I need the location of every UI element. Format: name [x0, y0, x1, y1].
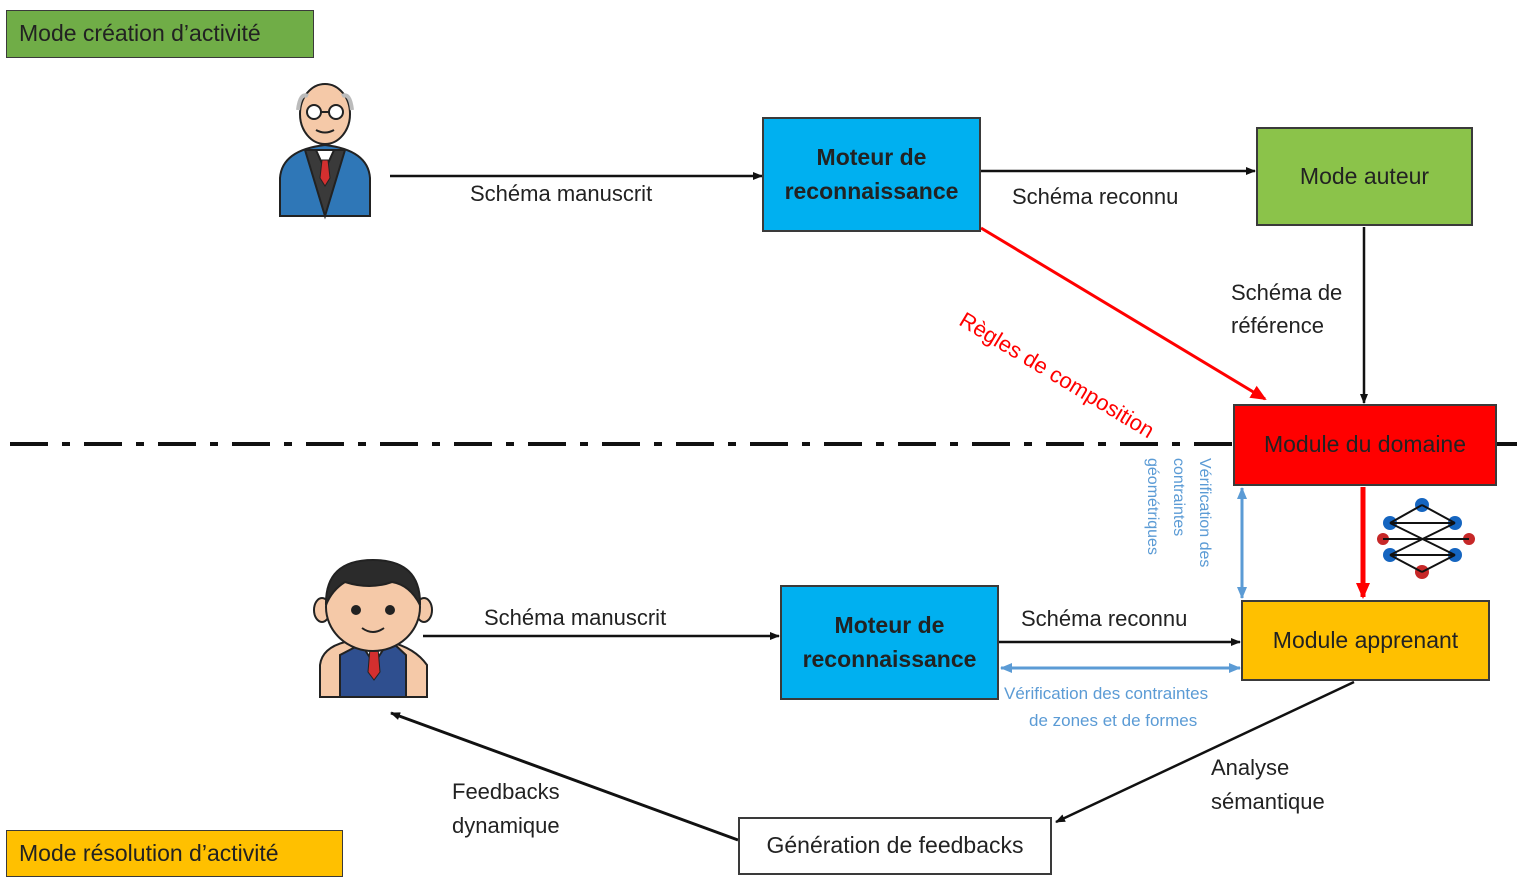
teacher-icon — [279, 83, 371, 220]
recognition-engine-top-line1: Moteur de — [816, 144, 927, 171]
arrow-semantic — [1055, 680, 1355, 824]
reference-label-1: Schéma de — [1231, 280, 1343, 305]
recognition-engine-bottom-line2: reconnaissance — [802, 645, 977, 672]
creation-mode-label: Mode création d’activité — [6, 10, 314, 58]
learner-module-box: Module apprenant — [1241, 600, 1490, 681]
top-recognized-label: Schéma reconnu — [1012, 184, 1179, 209]
geo-constraints-line3: géométriques — [1144, 458, 1161, 555]
recognition-engine-bottom: Moteur de reconnaissance — [780, 585, 999, 700]
arrow-composition-rules — [980, 226, 1267, 401]
zone-constraints-label-1: Vérification des contraintes — [1004, 684, 1209, 703]
arrow-feedback — [390, 711, 739, 842]
recognition-engine-top: Moteur de reconnaissance — [762, 117, 981, 232]
neural-network-icon — [1377, 498, 1475, 579]
feedback-generation-box: Génération de feedbacks — [738, 817, 1052, 875]
feedback-label-1: Feedbacks — [452, 779, 560, 804]
feedback-label-2: dynamique — [452, 813, 560, 838]
recognition-engine-bottom-line1: Moteur de — [834, 612, 945, 639]
geo-constraints-label: Vérification des contraintes géométrique… — [1137, 458, 1217, 586]
geo-constraints-line2: contraintes — [1170, 458, 1187, 537]
student-icon — [313, 558, 433, 698]
bottom-recognized-label: Schéma reconnu — [1021, 606, 1188, 631]
top-manuscript-label: Schéma manuscrit — [470, 181, 653, 206]
reference-label-2: référence — [1231, 313, 1324, 338]
bottom-manuscript-label: Schéma manuscrit — [484, 605, 667, 630]
domain-module-box: Module du domaine — [1233, 404, 1497, 486]
geo-constraints-line1: Vérification des — [1196, 458, 1213, 568]
zone-constraints-label-2: de zones et de formes — [1029, 711, 1198, 730]
semantic-label-1: Analyse — [1211, 755, 1290, 780]
author-mode-box: Mode auteur — [1256, 127, 1473, 226]
resolution-mode-label: Mode résolution d’activité — [6, 830, 343, 877]
semantic-label-2: sémantique — [1211, 789, 1325, 814]
recognition-engine-top-line2: reconnaissance — [784, 177, 959, 204]
